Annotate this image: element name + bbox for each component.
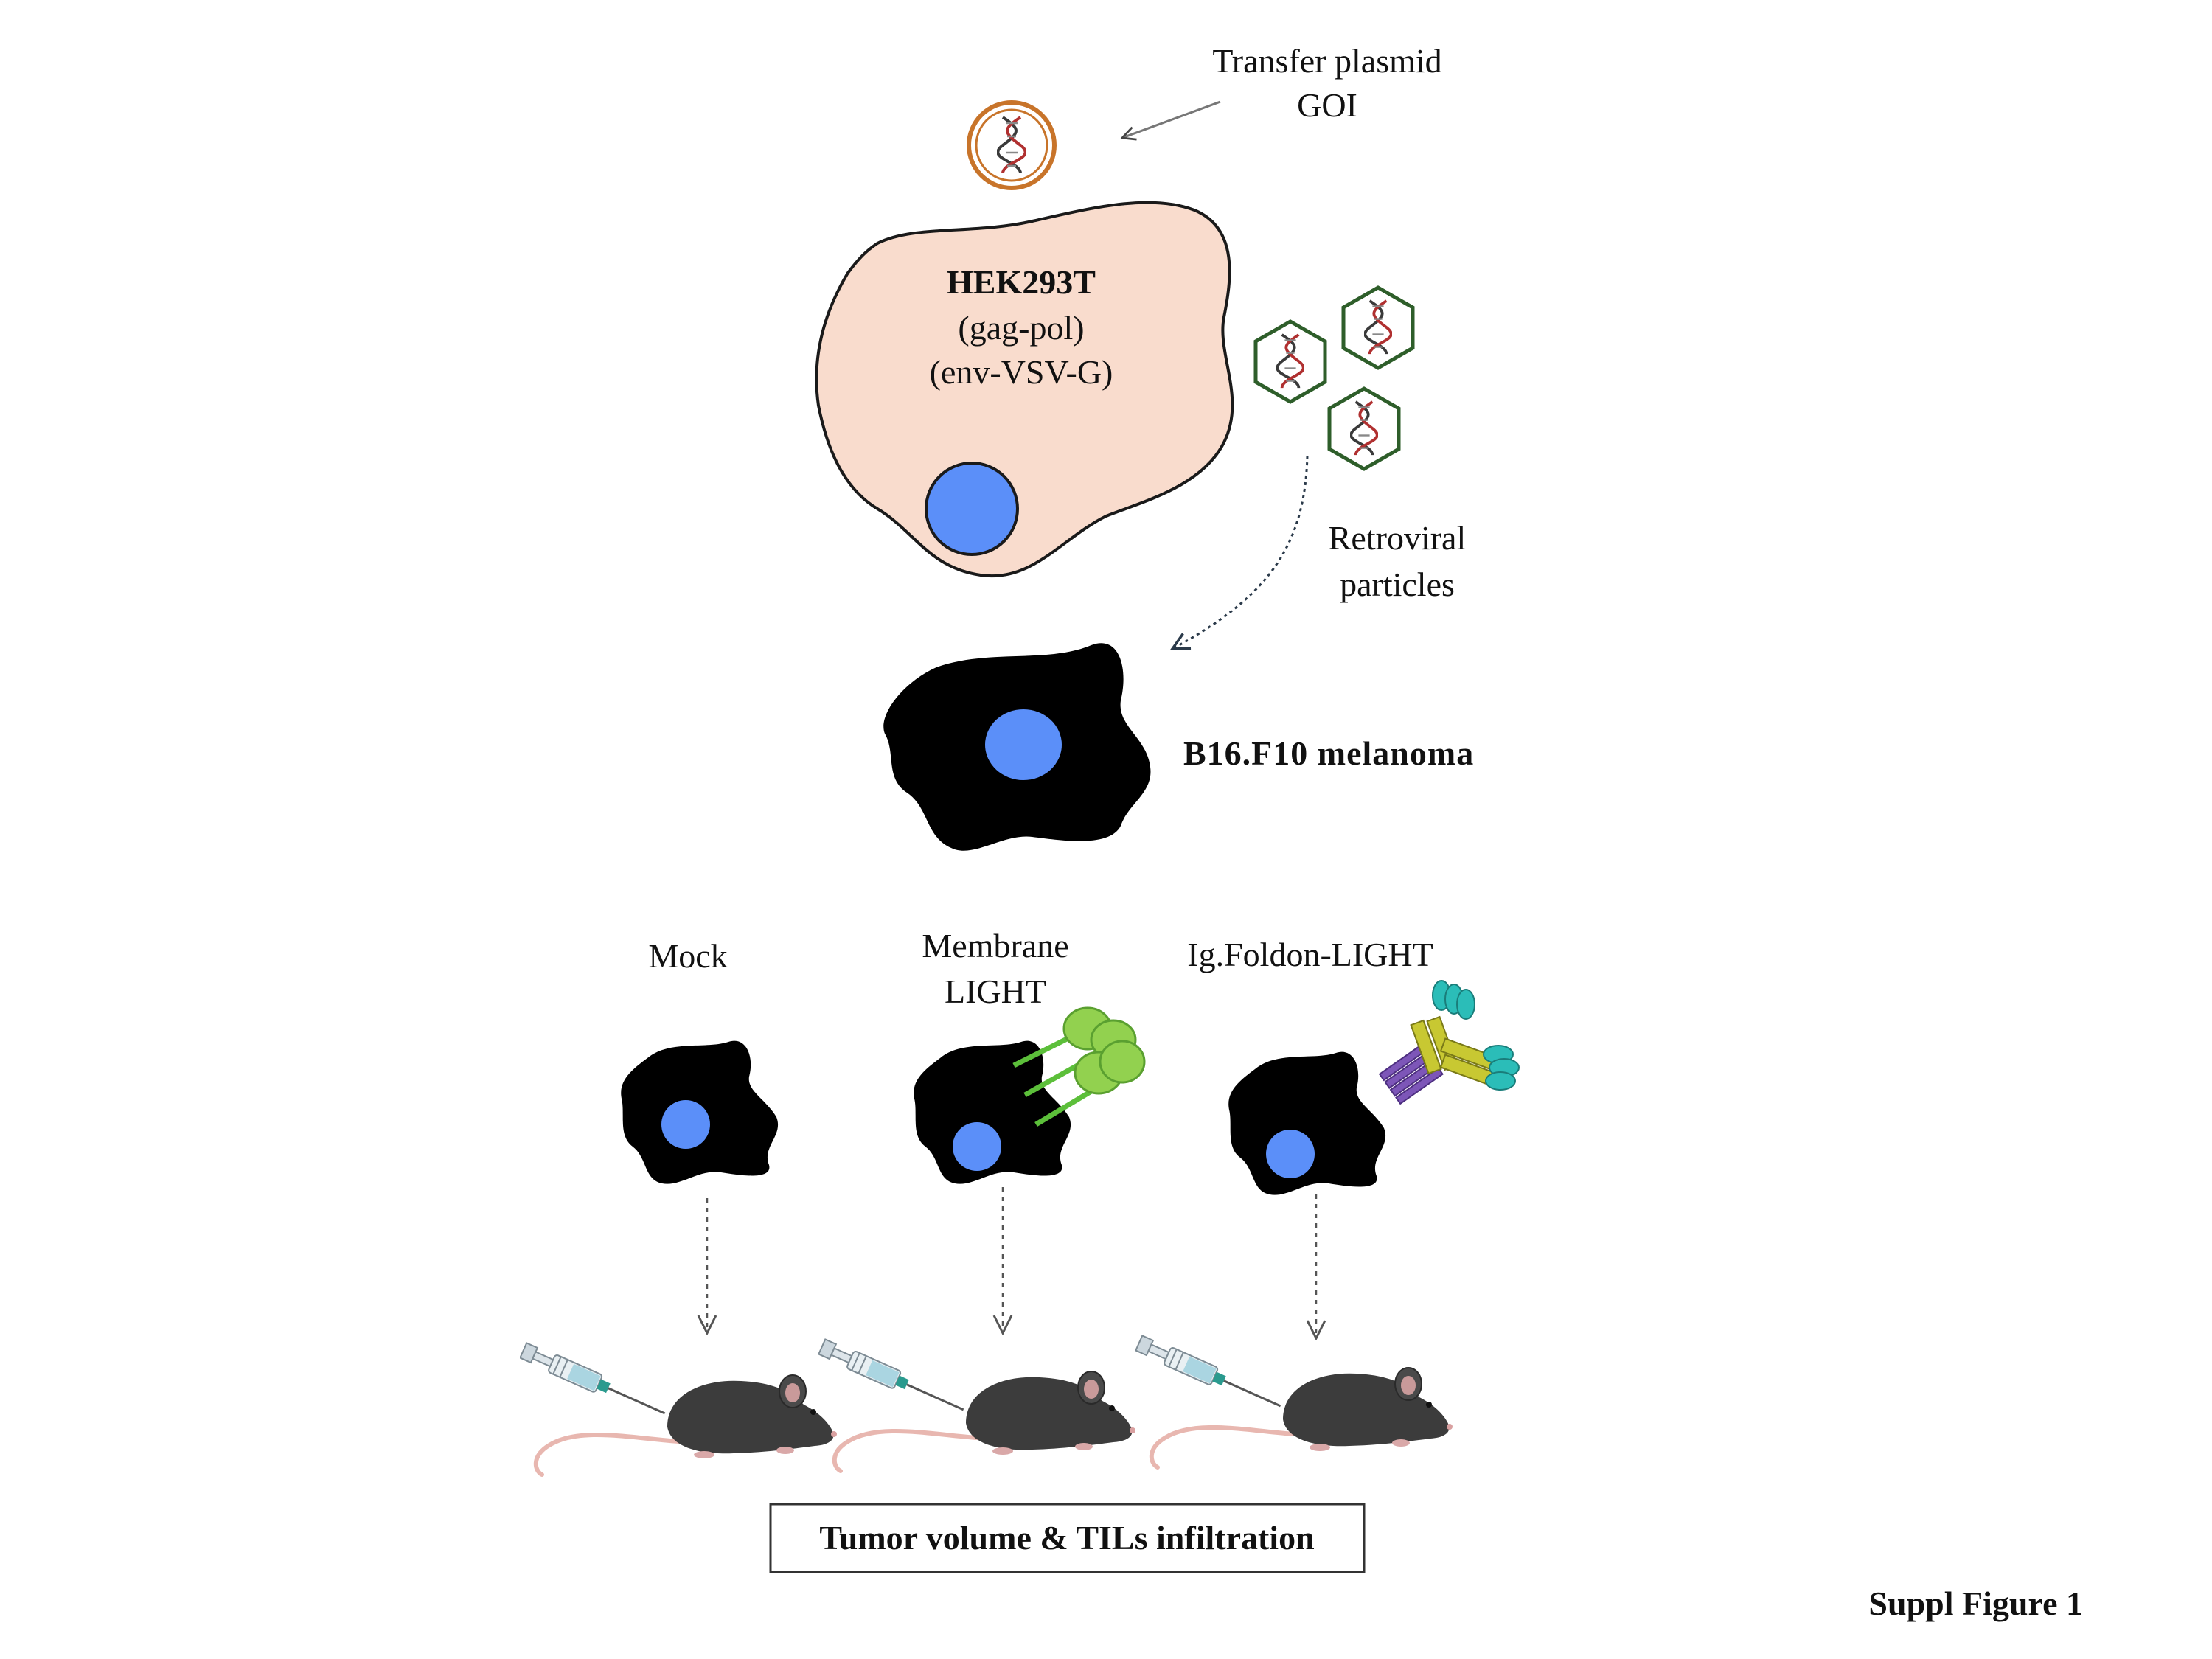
- b16-nucleus: [985, 709, 1062, 780]
- ig-foldon-light-icon: [1378, 980, 1520, 1105]
- readout-label: Tumor volume & TILs infiltration: [819, 1519, 1314, 1557]
- retroviral-label-2: particles: [1340, 566, 1455, 603]
- syringe-icon: [519, 1342, 837, 1475]
- b16-melanoma-cell: [883, 643, 1151, 851]
- hek293t-title: HEK293T: [947, 263, 1096, 301]
- igfoldon-nucleus: [1266, 1130, 1315, 1178]
- igfoldon-light-cell: [1228, 1051, 1386, 1195]
- retroviral-label-1: Retroviral: [1329, 519, 1467, 557]
- mock-nucleus: [661, 1100, 710, 1149]
- virus-particle-icon: [1253, 319, 1327, 404]
- hek-nucleus: [925, 462, 1019, 556]
- figure-label: Suppl Figure 1: [1868, 1585, 2083, 1622]
- group-membrane-label-1: Membrane: [922, 927, 1068, 964]
- membrane-light-icon: [1012, 1006, 1146, 1127]
- hek-env-vsvg: (env-VSV-G): [930, 353, 1113, 391]
- readout-box: [769, 1503, 1366, 1573]
- group-igfoldon-label: Ig.Foldon-LIGHT: [1187, 936, 1433, 973]
- syringe-icon: [1135, 1335, 1453, 1467]
- transfer-plasmid-label-1: Transfer plasmid: [1212, 42, 1441, 80]
- group-mock-label: Mock: [648, 937, 727, 975]
- plasmid-icon: [967, 100, 1057, 190]
- membrane-light-cell: [914, 1040, 1071, 1184]
- syringe-icon: [818, 1338, 1135, 1471]
- virus-particle-icon: [1327, 386, 1401, 471]
- mouse-icon: [1135, 1335, 1453, 1467]
- plasmid-arrow: [1122, 100, 1221, 138]
- hek-gag-pol: (gag-pol): [958, 309, 1084, 347]
- membrane-nucleus: [953, 1122, 1001, 1171]
- transduction-arrow: [1172, 455, 1309, 649]
- virus-particle-icon: [1341, 285, 1415, 370]
- mock-cell: [621, 1040, 779, 1184]
- group-membrane-label-2: LIGHT: [945, 973, 1046, 1010]
- transfer-plasmid-label-2: GOI: [1297, 86, 1357, 124]
- mouse-icon: [519, 1342, 837, 1475]
- b16-label: B16.F10 melanoma: [1183, 734, 1474, 772]
- hek293t-cell: [815, 201, 1234, 578]
- mouse-icon: [818, 1338, 1135, 1471]
